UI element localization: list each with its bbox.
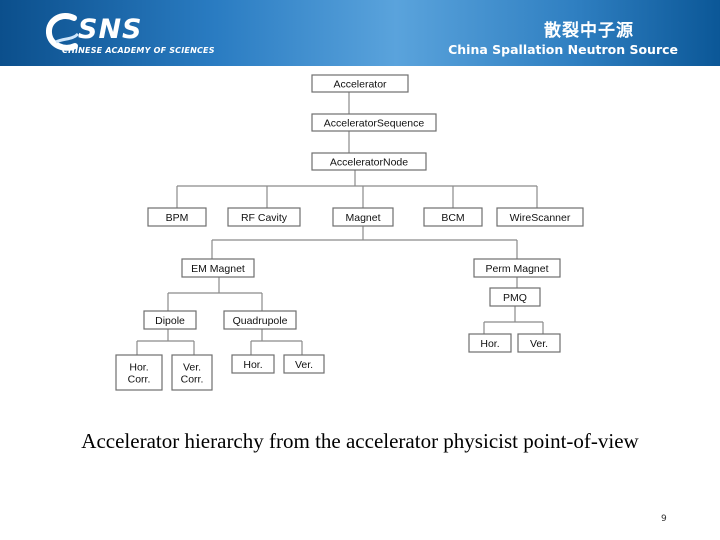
- node-wire-scanner: WireScanner: [496, 207, 584, 227]
- node-label: Ver.: [183, 362, 201, 374]
- node-box: [468, 333, 512, 353]
- title-chinese: 散裂中子源: [544, 21, 634, 41]
- node-label: AcceleratorSequence: [324, 118, 425, 130]
- node-sequence: AcceleratorSequence: [311, 113, 437, 132]
- node-label: AcceleratorNode: [330, 157, 408, 169]
- node-pmq: PMQ: [489, 287, 541, 307]
- node-bpm: BPM: [147, 207, 207, 227]
- node-label: EM Magnet: [191, 263, 245, 275]
- node-box: [332, 207, 394, 227]
- node-label: WireScanner: [510, 212, 571, 224]
- node-pmq-hor: Hor.: [468, 333, 512, 353]
- node-box: [143, 310, 197, 330]
- node-hor-corr: Hor.Corr.: [115, 354, 163, 391]
- node-boxes: AcceleratorAcceleratorSequenceAccelerato…: [115, 74, 584, 391]
- node-box: [473, 258, 561, 278]
- node-box: [147, 207, 207, 227]
- sns-logo-icon: [46, 12, 80, 51]
- node-label: Magnet: [345, 212, 380, 224]
- node-bcm: BCM: [423, 207, 483, 227]
- node-rf-cavity: RF Cavity: [227, 207, 301, 227]
- node-label: BCM: [441, 212, 464, 224]
- logo-text: SNS: [78, 14, 143, 45]
- node-label: Hor.: [480, 338, 499, 350]
- connector-lines: [136, 92, 544, 355]
- node-dipole: Dipole: [143, 310, 197, 330]
- node-node: AcceleratorNode: [311, 152, 427, 171]
- node-label: RF Cavity: [241, 212, 288, 224]
- node-magnet: Magnet: [332, 207, 394, 227]
- node-quad-ver: Ver.: [283, 354, 325, 374]
- node-label: Ver.: [295, 359, 313, 371]
- node-label: Hor.: [129, 362, 148, 374]
- node-pmq-ver: Ver.: [517, 333, 561, 353]
- node-label: Hor.: [243, 359, 262, 371]
- node-label: Quadrupole: [233, 315, 288, 327]
- node-quad-hor: Hor.: [231, 354, 275, 374]
- node-box: [171, 354, 213, 391]
- node-box: [231, 354, 275, 374]
- node-label: BPM: [166, 212, 189, 224]
- node-box: [115, 354, 163, 391]
- node-box: [496, 207, 584, 227]
- logo-subtitle: CHINESE ACADEMY OF SCIENCES: [62, 46, 215, 55]
- hierarchy-diagram: AcceleratorAcceleratorSequenceAccelerato…: [115, 74, 584, 391]
- node-ver-corr: Ver.Corr.: [171, 354, 213, 391]
- node-label: Ver.: [530, 338, 548, 350]
- node-accelerator: Accelerator: [311, 74, 409, 93]
- node-box: [227, 207, 301, 227]
- node-label: Corr.: [181, 374, 204, 386]
- node-box: [517, 333, 561, 353]
- header-banner: SNS CHINESE ACADEMY OF SCIENCES 散裂中子源 Ch…: [0, 0, 720, 66]
- node-label: PMQ: [503, 292, 527, 304]
- node-label: Accelerator: [333, 79, 387, 91]
- node-quadrupole: Quadrupole: [223, 310, 297, 330]
- node-label: Corr.: [128, 374, 151, 386]
- node-box: [223, 310, 297, 330]
- node-em-magnet: EM Magnet: [181, 258, 255, 278]
- node-box: [311, 74, 409, 93]
- node-label: Dipole: [155, 315, 185, 327]
- node-box: [311, 113, 437, 132]
- title-english: China Spallation Neutron Source: [448, 42, 678, 57]
- node-box: [283, 354, 325, 374]
- node-perm-magnet: Perm Magnet: [473, 258, 561, 278]
- node-box: [489, 287, 541, 307]
- node-box: [181, 258, 255, 278]
- node-box: [311, 152, 427, 171]
- diagram-caption: Accelerator hierarchy from the accelerat…: [81, 429, 639, 453]
- node-label: Perm Magnet: [485, 263, 548, 275]
- node-box: [423, 207, 483, 227]
- page-number: 9: [661, 514, 667, 524]
